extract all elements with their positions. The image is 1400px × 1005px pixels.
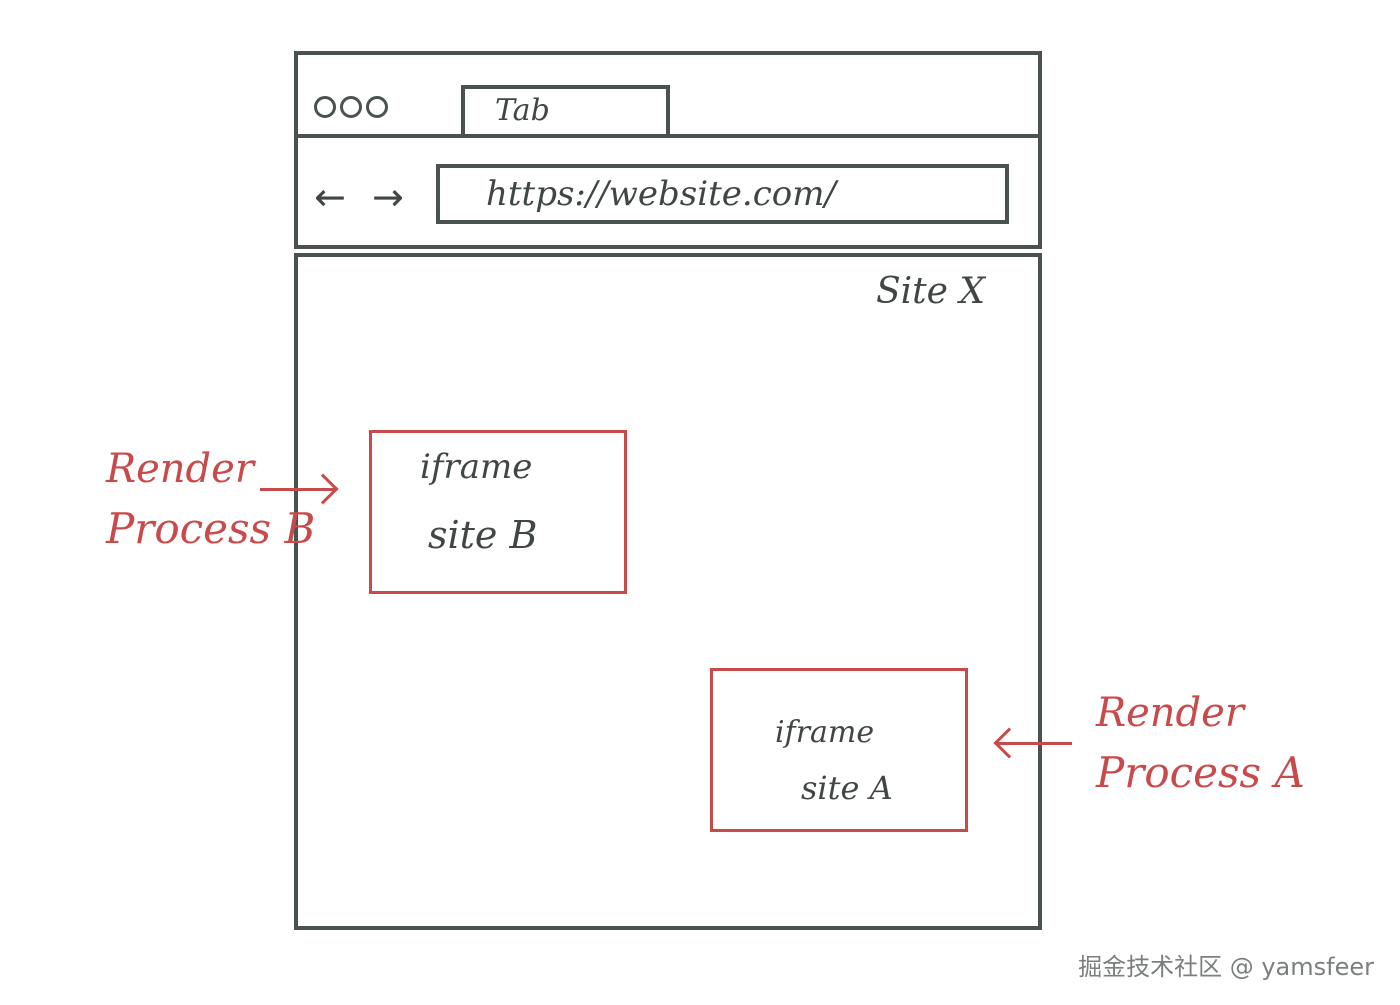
address-bar[interactable]: https://website.com/ — [436, 164, 1009, 224]
iframe-title: iframe — [775, 715, 875, 750]
process-a-line1: Render — [1096, 690, 1244, 736]
site-label: Site X — [876, 271, 986, 312]
left-arrow-icon[interactable]: ← — [314, 175, 346, 219]
process-a-line2: Process A — [1096, 748, 1305, 797]
iframe-site-a: iframe site A — [710, 668, 968, 832]
iframe-title: iframe — [420, 447, 533, 487]
iframe-site: site B — [428, 513, 538, 557]
right-arrow-icon[interactable]: → — [372, 175, 404, 219]
window-control-dot[interactable] — [314, 96, 336, 118]
process-b-line1: Render — [106, 446, 254, 492]
window-control-dot[interactable] — [340, 96, 362, 118]
watermark: 掘金技术社区 @ yamsfeer — [1078, 953, 1374, 981]
process-b-line2: Process B — [106, 504, 316, 553]
iframe-site-b: iframe site B — [369, 430, 627, 594]
page-viewport: Site X — [294, 253, 1042, 930]
browser-tab[interactable]: Tab — [461, 85, 670, 138]
arrow-to-iframe-b — [260, 488, 334, 491]
browser-window-chrome — [294, 51, 1042, 249]
arrow-to-iframe-a — [996, 742, 1072, 745]
window-control-dot[interactable] — [366, 96, 388, 118]
iframe-site: site A — [801, 769, 893, 807]
address-url: https://website.com/ — [486, 174, 836, 214]
window-controls — [314, 96, 388, 118]
tab-label: Tab — [495, 93, 550, 128]
